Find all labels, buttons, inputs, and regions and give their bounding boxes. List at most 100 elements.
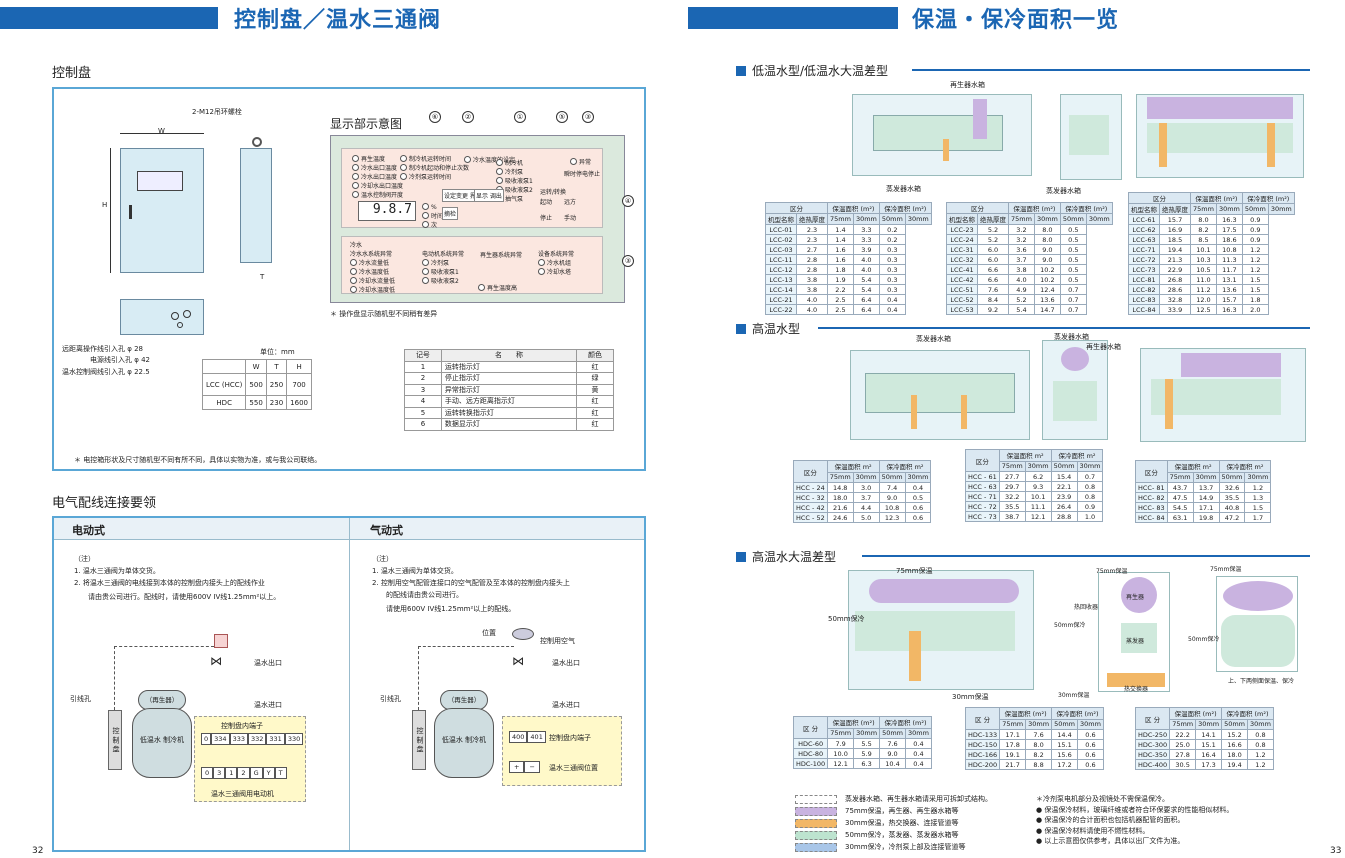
value-cell: 0.5 <box>1059 264 1087 275</box>
p-wire-hole: 引线孔 <box>380 695 401 703</box>
value-cell: 8.2 <box>1025 749 1053 760</box>
value-cell: 8.4 <box>977 294 1009 305</box>
value-cell: 13.6 <box>1215 284 1243 295</box>
display-note: ＊ 操作盘显示随机型不同稍有差异 <box>330 310 438 318</box>
hole-label-3: 温水控制阀线引入孔 φ 22.5 <box>62 368 150 376</box>
value-cell: 5.0 <box>852 512 880 523</box>
value-cell: 12.0 <box>1190 294 1217 305</box>
value-cell: 32.2 <box>998 491 1026 502</box>
value-cell: 17.5 <box>1215 224 1243 235</box>
note-0: ＊冷剂泵电机部分及视镜处不需保温保冷。 <box>1036 795 1169 803</box>
value-cell: 2.8 <box>796 264 828 275</box>
hdc-label-evap: 蒸发器 <box>1126 638 1145 645</box>
value-cell: 7.9 <box>827 738 855 749</box>
value-cell: 21.7 <box>999 759 1027 770</box>
value-cell: 0.8 <box>1076 491 1104 502</box>
e-note-1: 1. 温水三通阀为单体交货。 <box>74 567 160 575</box>
value-cell: 30.5 <box>1169 759 1197 770</box>
e-hot-in: 温水进口 <box>254 701 282 709</box>
value-cell: 15.2 <box>1221 729 1248 740</box>
value-cell: 8.0 <box>1025 739 1053 750</box>
value-cell: 22.9 <box>1159 264 1191 275</box>
legend-item: 50mm保冷，蒸发器、蒸发器水箱等 <box>795 830 1035 841</box>
value-cell: 14.1 <box>1195 729 1223 740</box>
hdc-machine-3 <box>1216 576 1298 672</box>
note-2: ● 保温保冷的合计面积也包括机器配管的面积。 <box>1036 816 1185 824</box>
callout-3b: ③ <box>622 255 634 267</box>
value-cell: 8.0 <box>1190 214 1217 225</box>
right-header-bar <box>688 7 898 29</box>
value-cell: 4.0 <box>852 254 880 265</box>
value-cell: 3.8 <box>796 284 828 295</box>
value-cell: 32.6 <box>1218 482 1246 493</box>
value-cell: 47.2 <box>1218 512 1246 523</box>
value-cell: 26.4 <box>1050 501 1078 512</box>
value-cell: 0.4 <box>905 758 932 769</box>
bolt-label: 2-M12吊环螺栓 <box>192 108 242 116</box>
model-cell: HDC-200 <box>964 759 1001 770</box>
value-cell: 0.6 <box>1077 759 1104 770</box>
legend-item: 30mm保冷，冷剂泵上部及连接管道等 <box>795 842 1035 853</box>
legend-text: 30mm保冷，冷剂泵上部及连接管道等 <box>845 843 966 851</box>
legend-swatch <box>795 831 837 840</box>
legend-swatch <box>795 843 837 852</box>
value-cell: 1.2 <box>1247 759 1274 770</box>
value-cell: 35.5 <box>998 501 1026 512</box>
model-cell: LCC-32 <box>946 254 978 265</box>
display-upper: 再生温度 冷水出口温度 冷水出口温度 冷却水出口温度 温水控制阀开度 制冷机运转… <box>341 148 603 229</box>
pneumatic-title: 气动式 <box>370 524 403 537</box>
e-hot-out: 温水出口 <box>254 659 282 667</box>
value-cell: 1.4 <box>827 234 854 245</box>
value-cell: 7.4 <box>878 482 906 493</box>
hdc-label-50b: 50mm保冷 <box>1054 622 1086 629</box>
cabinet-bottom <box>120 299 204 335</box>
p-air: 控制用空气 <box>540 637 575 645</box>
value-cell: 6.6 <box>977 264 1009 275</box>
model-cell: LCC-53 <box>946 304 978 315</box>
hdc-label-50: 50mm保冷 <box>828 615 865 623</box>
eye-bolt-icon <box>252 137 262 147</box>
value-cell: 5.5 <box>853 738 881 749</box>
legend-text: 30mm保温，热交换器、连接管道等 <box>845 819 959 827</box>
value-cell: 0.6 <box>1077 729 1104 740</box>
model-cell: HCC - 24 <box>793 482 828 493</box>
value-cell: 10.8 <box>878 502 906 513</box>
value-cell: 47.5 <box>1166 492 1194 503</box>
value-cell: 0.3 <box>878 284 906 295</box>
value-cell: 0.8 <box>1076 481 1104 492</box>
value-cell: 13.6 <box>1033 294 1061 305</box>
hdc-label-30: 30mm保温 <box>952 693 989 701</box>
callout-1: ① <box>514 111 526 123</box>
model-cell: LCC-83 <box>1128 294 1160 305</box>
model-cell: LCC-11 <box>765 254 797 265</box>
value-cell: 18.6 <box>1215 234 1243 245</box>
wiring-box: 电动式 气动式 （注） 1. 温水三通阀为单体交货。 2. 将温水三通阀的电线接… <box>52 516 646 852</box>
lcc-label-evap-2: 蒸发器水箱 <box>1046 187 1081 195</box>
value-cell: 1.5 <box>1241 284 1269 295</box>
value-cell: 1.6 <box>827 254 854 265</box>
model-cell: LCC-03 <box>765 244 797 255</box>
value-cell: 0.5 <box>1059 274 1087 285</box>
model-cell: HCC - 32 <box>793 492 828 503</box>
value-cell: 6.6 <box>977 274 1009 285</box>
value-cell: 3.3 <box>852 234 880 245</box>
